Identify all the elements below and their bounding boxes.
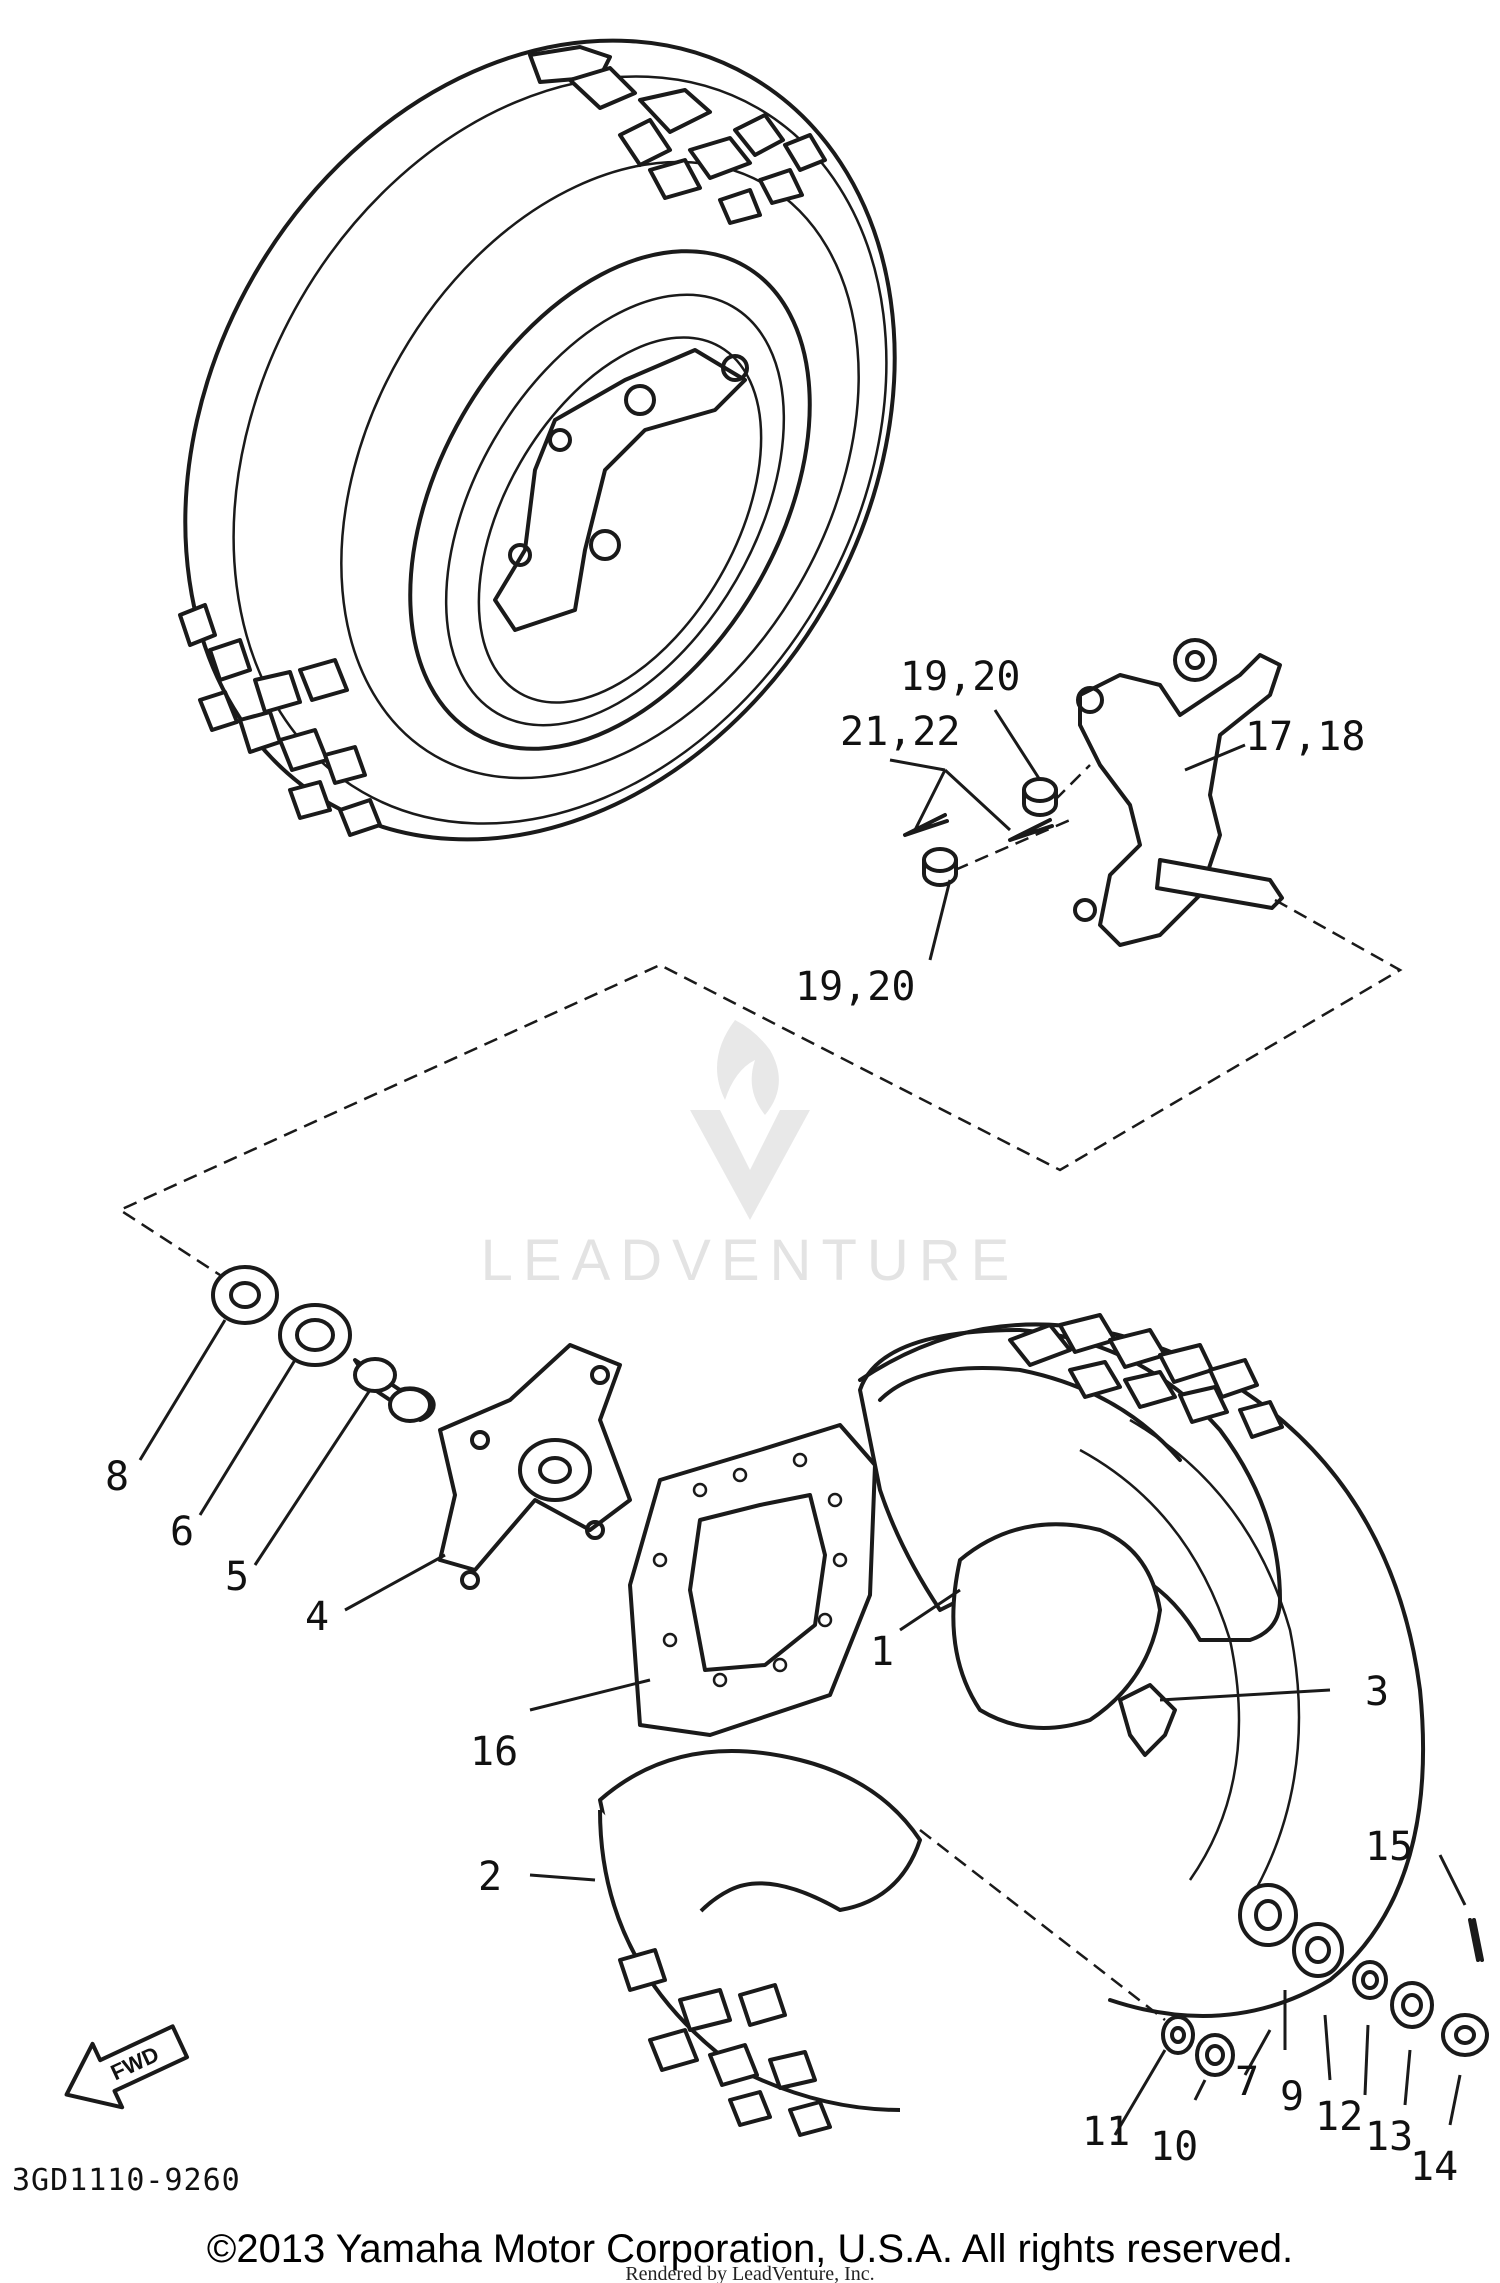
cotter-pin-right [1008,818,1054,842]
callout-6: 6 [170,1509,194,1555]
bearing-7 [1238,1883,1298,1947]
callout-19-20-bottom: 19,20 [795,964,915,1010]
fwd-arrow-icon: FWD [64,2024,190,2110]
callout-17-18: 17,18 [1245,714,1365,760]
assembled-wheel-illustration [178,38,897,842]
rendered-by-notice: Rendered by LeadVenture, Inc. [625,2263,874,2283]
bearing-6 [278,1303,352,1367]
cotter-pin-left [903,813,949,837]
callout-2: 2 [478,1854,502,1900]
spacer-5 [353,1357,436,1423]
callout-3: 3 [1365,1669,1389,1715]
rim-half-2 [598,1749,922,2137]
callout-11: 11 [1082,2109,1130,2155]
callout-14: 14 [1410,2144,1458,2190]
oil-seal-9 [1292,1922,1344,1978]
castle-nut-bottom [922,847,958,887]
diagram-code: 3GD1110-9260 [12,2163,241,2198]
copyright-notice: ©2013 Yamaha Motor Corporation, U.S.A. A… [207,2227,1293,2271]
castle-nut-top [1022,777,1058,817]
nut-14 [1441,2013,1489,2057]
steering-knuckle-illustration [1073,638,1284,947]
callout-12: 12 [1315,2094,1363,2140]
wheel-hub-4 [438,1343,632,1590]
callout-15: 15 [1365,1824,1413,1870]
callout-4: 4 [305,1594,329,1640]
leadventure-logo-icon [690,1020,810,1220]
callout-8: 8 [105,1454,129,1500]
callout-16: 16 [470,1729,518,1775]
collar-12 [1352,1960,1388,2000]
watermark-text: LEADVENTURE [481,1228,1020,1293]
tire [858,1313,1426,2018]
nut-10 [1195,2033,1235,2077]
callout-21-22: 21,22 [840,709,960,755]
rim-half-1 [858,1328,1282,1730]
callout-13: 13 [1365,2114,1413,2160]
washer-13 [1390,1981,1434,2029]
washer-11 [1161,2015,1195,2055]
cotter-pin-15 [1468,1918,1484,1962]
callout-5: 5 [225,1554,249,1600]
callout-1: 1 [870,1629,894,1675]
callout-10: 10 [1150,2124,1198,2170]
callout-7: 7 [1235,2059,1259,2105]
callout-9: 9 [1280,2074,1304,2120]
callout-19-20-top: 19,20 [900,654,1020,700]
valve-stem-3 [1118,1683,1177,1757]
oil-seal-8 [211,1265,279,1325]
wheel-plate-16 [628,1423,877,1737]
